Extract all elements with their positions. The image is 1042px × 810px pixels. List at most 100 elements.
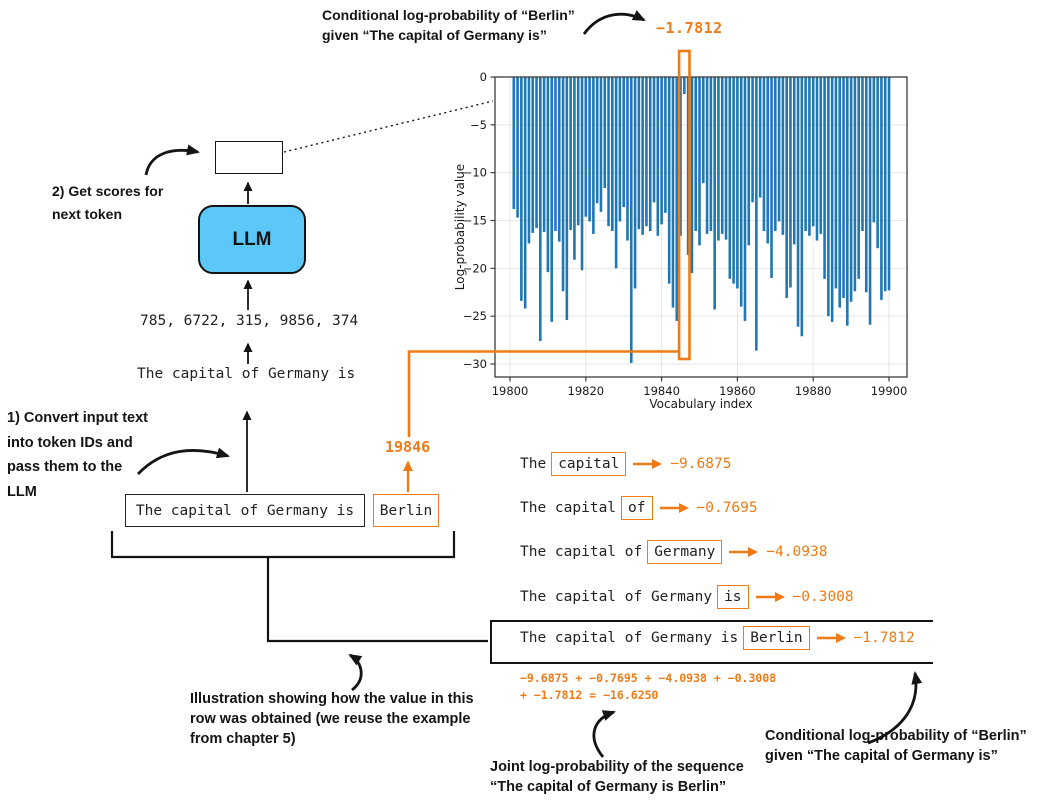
logprob-bar [622, 77, 625, 208]
x-tick-label: 19860 [719, 384, 756, 398]
logprob-bar [796, 77, 800, 327]
joint-annotation: Joint log-probability of the sequence “T… [490, 757, 744, 797]
logprob-bar [789, 77, 792, 288]
token-box: Germany [647, 540, 723, 564]
highlighted-row-frame [490, 620, 933, 664]
logprob-bar [777, 77, 781, 222]
logprob-bar [743, 77, 747, 321]
y-tick-label: −5 [470, 118, 487, 132]
logprob-bar [614, 77, 618, 269]
logprob-bar [599, 77, 603, 212]
logprob-bar [880, 77, 883, 300]
illustration-line3: from chapter 5) [190, 731, 296, 747]
next-token-box: Berlin [373, 494, 439, 527]
logprob-bar [527, 77, 531, 244]
row-prefix: The capital of [520, 544, 643, 560]
input-text-box: The capital of Germany is [125, 494, 365, 527]
logprob-bar [876, 77, 879, 249]
x-tick-label: 19900 [871, 384, 908, 398]
logprob-bar [542, 77, 546, 232]
illustration-annotation: Illustration showing how the value in th… [190, 689, 474, 749]
logprob-bar [724, 77, 728, 240]
bracket-stem-connector [266, 557, 488, 643]
logprob-bar [747, 77, 751, 246]
logprob-bar [834, 77, 838, 289]
y-tick-label: −25 [463, 309, 487, 323]
logprob-bar [728, 77, 732, 279]
logprob-bar [667, 77, 671, 284]
logprob-bar [626, 77, 629, 241]
logprob-bar [861, 77, 864, 232]
sum-line2: + −1.7812 = −16.6250 [520, 688, 659, 702]
row-value: −1.7812 [853, 630, 915, 646]
logprob-bar [838, 77, 842, 308]
row-value: −9.6875 [670, 456, 732, 472]
logprob-bar [588, 77, 591, 222]
logprob-bar [823, 77, 826, 279]
logprob-bar [557, 77, 561, 242]
sum-line1: −9.6875 + −0.7695 + −4.0938 + −0.3008 [520, 671, 777, 685]
joint-line2: “The capital of Germany is Berlin” [490, 779, 727, 795]
logprob-bar [690, 77, 694, 274]
llm-box: LLM [198, 205, 306, 274]
token-box: Berlin [743, 626, 810, 650]
dotted-connector-line [283, 100, 494, 153]
convert-line3: pass them to the [7, 459, 123, 475]
logprob-bar [849, 77, 853, 302]
logprob-bar [660, 77, 663, 225]
y-tick-label: −20 [463, 261, 487, 275]
logprob-bar [645, 77, 648, 227]
orange-arrow-icon [633, 459, 663, 469]
logprob-bar [705, 77, 709, 234]
token-box: of [621, 496, 653, 520]
logprob-bar [535, 77, 538, 229]
logprob-bar [766, 77, 770, 244]
logprob-bar [785, 77, 788, 298]
logprob-bar [872, 77, 876, 223]
bracket-under-boxes [110, 531, 456, 559]
logprob-bar [830, 77, 834, 322]
x-tick-label: 19820 [568, 384, 605, 398]
top-annotation-line1: Conditional log-probability of “Berlin” [322, 7, 575, 23]
logprob-bar [554, 77, 557, 232]
logprob-bar [523, 77, 527, 309]
logprob-bar [686, 77, 690, 255]
logprob-bar [633, 77, 637, 289]
row-prefix: The [520, 456, 547, 472]
plot-frame [494, 76, 908, 378]
logprob-bar [580, 77, 584, 271]
curved-arrow-top-annotation [582, 10, 646, 35]
convert-line4: LLM [7, 483, 37, 500]
logprob-bar [717, 77, 720, 241]
row-prefix: The capital of Germany is [520, 630, 739, 646]
joint-logprob-sum: −9.6875 + −0.7695 + −4.0938 + −0.3008 + … [520, 670, 776, 704]
orange-arrow-icon [755, 592, 785, 602]
logprob-bar [762, 77, 766, 232]
x-tick-label: 19840 [643, 384, 680, 398]
y-tick-label: −10 [463, 166, 487, 180]
conditional-logprob-value: −1.7812 [656, 19, 723, 37]
logprob-bar [512, 77, 516, 210]
orange-arrow-icon [816, 633, 846, 643]
logprob-bar [656, 77, 660, 236]
logprob-bar [584, 77, 588, 217]
logprob-bar [751, 77, 754, 203]
logprob-bar [618, 77, 622, 222]
logprob-bar [792, 77, 796, 245]
convert-line1: 1) Convert input text [7, 410, 148, 426]
logprob-bar [565, 77, 569, 320]
logprob-bar [611, 77, 614, 232]
get-scores-line2: next token [52, 206, 123, 222]
illustration-line2: row was obtained (we reuse the example [190, 711, 471, 727]
get-scores-line1: 2) Get scores for [52, 183, 164, 199]
curved-arrow-conditional-right [867, 671, 923, 745]
logprob-bar [595, 77, 599, 204]
curved-arrow-illustration [348, 653, 363, 692]
logprob-bar [607, 77, 610, 227]
logprob-bar [815, 77, 819, 241]
convert-line2: into token IDs and [7, 434, 133, 451]
logprob-bar [550, 77, 553, 322]
